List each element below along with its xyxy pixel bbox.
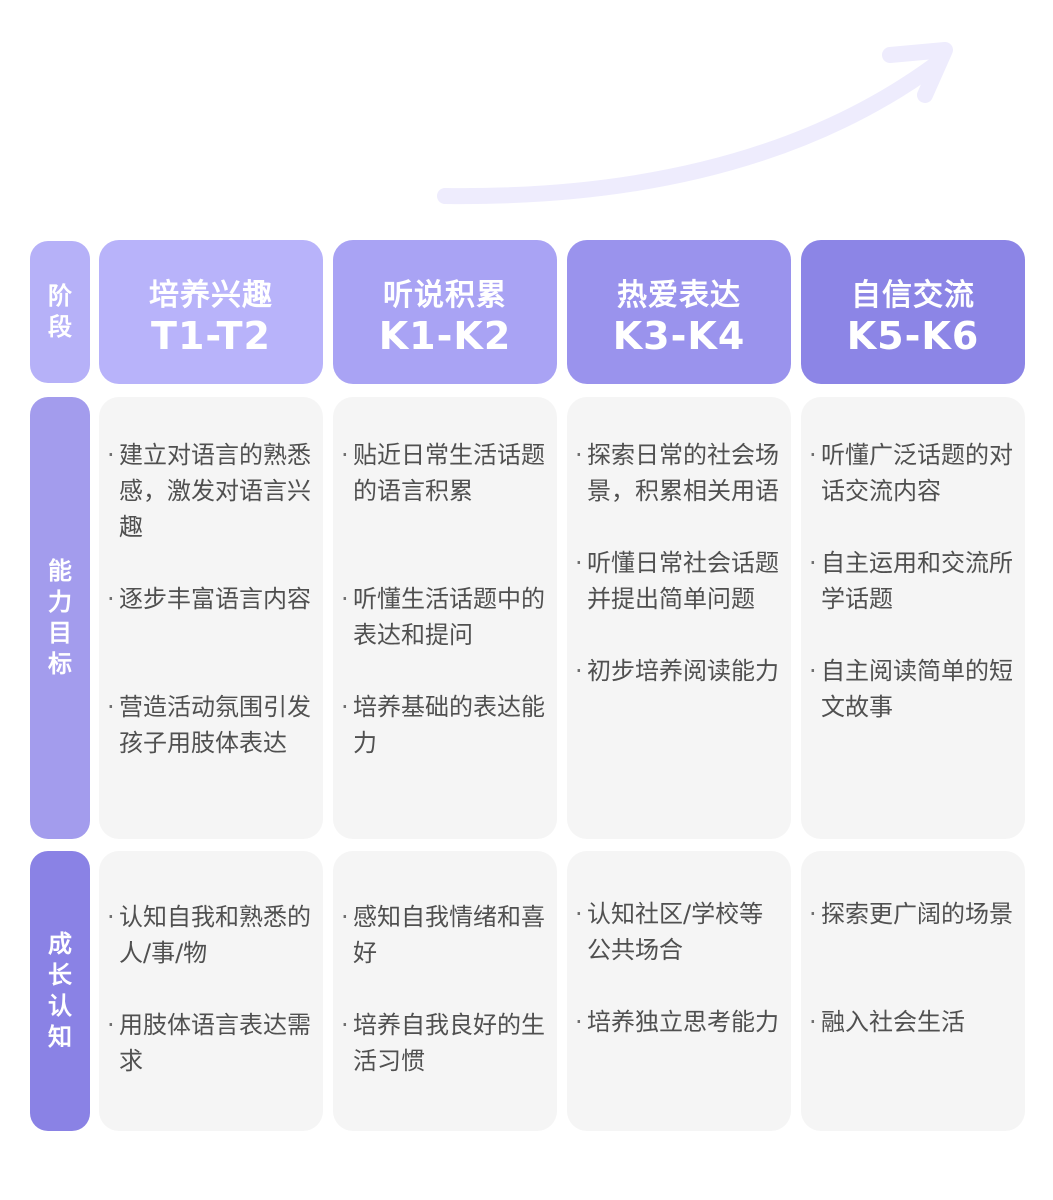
bullet-icon: ·: [575, 549, 583, 577]
ability-item: ·听懂生活话题中的表达和提问: [341, 581, 553, 653]
ability-item-text: 逐步丰富语言内容: [119, 585, 311, 613]
growth-item-text: 融入社会生活: [821, 1008, 965, 1036]
growth-arrow-icon: [437, 42, 953, 205]
stage-code: K5-K6: [846, 314, 980, 358]
ability-cell-1: ·建立对语言的熟悉感，激发对语言兴趣 ·逐步丰富语言内容 ·营造活动氛围引发孩子…: [99, 397, 323, 839]
bullet-icon: ·: [107, 585, 115, 613]
stage-name: 自信交流: [851, 278, 975, 313]
bullet-icon: ·: [809, 549, 817, 577]
ability-item: ·听懂日常社会话题并提出简单问题: [575, 545, 787, 617]
ability-item-text: 听懂生活话题中的表达和提问: [353, 585, 545, 649]
growth-item-text: 培养自我良好的生活习惯: [353, 1011, 545, 1075]
row-label-growth-text: 成长认知: [48, 930, 72, 1051]
bullet-icon: ·: [341, 693, 349, 721]
stage-card-4: 自信交流 K5-K6: [801, 240, 1025, 384]
stage-name: 热爱表达: [617, 278, 741, 313]
bullet-icon: ·: [341, 441, 349, 469]
growth-item: ·用肢体语言表达需求: [107, 1007, 319, 1079]
ability-cell-4: ·听懂广泛话题的对话交流内容 ·自主运用和交流所学话题 ·自主阅读简单的短文故事: [801, 397, 1025, 839]
growth-item-text: 感知自我情绪和喜好: [353, 903, 545, 967]
growth-cell-2: ·感知自我情绪和喜好 ·培养自我良好的生活习惯: [333, 851, 557, 1131]
ability-item-text: 自主阅读简单的短文故事: [821, 657, 1013, 721]
growth-item: ·感知自我情绪和喜好: [341, 899, 553, 971]
bullet-icon: ·: [575, 1008, 583, 1036]
row-label-growth: 成长认知: [30, 851, 90, 1131]
ability-item-text: 探索日常的社会场景，积累相关用语: [587, 441, 779, 505]
stage-card-1: 培养兴趣 T1-T2: [99, 240, 323, 384]
growth-cell-1: ·认知自我和熟悉的人/事/物 ·用肢体语言表达需求: [99, 851, 323, 1131]
ability-item-text: 贴近日常生活话题的语言积累: [353, 441, 545, 505]
row-label-stage: 阶段: [30, 241, 90, 383]
growth-item-text: 用肢体语言表达需求: [119, 1011, 311, 1075]
ability-item: ·听懂广泛话题的对话交流内容: [809, 437, 1021, 509]
growth-item-text: 培养独立思考能力: [587, 1008, 779, 1036]
ability-item: ·建立对语言的熟悉感，激发对语言兴趣: [107, 437, 319, 545]
stage-code: K1-K2: [378, 314, 512, 358]
bullet-icon: ·: [809, 657, 817, 685]
growth-cell-4: ·探索更广阔的场景 ·融入社会生活: [801, 851, 1025, 1131]
growth-item-text: 探索更广阔的场景: [821, 900, 1013, 928]
ability-item-text: 培养基础的表达能力: [353, 693, 545, 757]
bullet-icon: ·: [809, 900, 817, 928]
ability-item-text: 自主运用和交流所学话题: [821, 549, 1013, 613]
bullet-icon: ·: [575, 441, 583, 469]
ability-item-text: 初步培养阅读能力: [587, 657, 779, 685]
row-label-ability: 能力目标: [30, 397, 90, 839]
ability-item-text: 听懂日常社会话题并提出简单问题: [587, 549, 779, 613]
growth-item: ·认知社区/学校等公共场合: [575, 896, 787, 968]
row-label-stage-text: 阶段: [48, 282, 72, 341]
ability-item: ·自主运用和交流所学话题: [809, 545, 1021, 617]
bullet-icon: ·: [107, 903, 115, 931]
ability-cell-2: ·贴近日常生活话题的语言积累 ·听懂生活话题中的表达和提问 ·培养基础的表达能力: [333, 397, 557, 839]
ability-item: ·培养基础的表达能力: [341, 689, 553, 761]
stage-name: 听说积累: [383, 278, 507, 313]
stage-card-3: 热爱表达 K3-K4: [567, 240, 791, 384]
bullet-icon: ·: [809, 1008, 817, 1036]
growth-item: ·认知自我和熟悉的人/事/物: [107, 899, 319, 971]
bullet-icon: ·: [341, 585, 349, 613]
growth-item: ·培养独立思考能力: [575, 1004, 787, 1040]
ability-item-text: 营造活动氛围引发孩子用肢体表达: [119, 693, 311, 757]
growth-item-text: 认知社区/学校等公共场合: [587, 900, 764, 964]
row-label-ability-text: 能力目标: [48, 557, 72, 678]
ability-item: ·初步培养阅读能力: [575, 653, 787, 689]
growth-item: ·融入社会生活: [809, 1004, 1021, 1040]
bullet-icon: ·: [341, 1011, 349, 1039]
stage-card-2: 听说积累 K1-K2: [333, 240, 557, 384]
ability-item: ·自主阅读简单的短文故事: [809, 653, 1021, 725]
stage-name: 培养兴趣: [149, 278, 273, 313]
stage-code: K3-K4: [612, 314, 746, 358]
ability-item: ·逐步丰富语言内容: [107, 581, 319, 617]
bullet-icon: ·: [107, 693, 115, 721]
bullet-icon: ·: [575, 657, 583, 685]
ability-cell-3: ·探索日常的社会场景，积累相关用语 ·听懂日常社会话题并提出简单问题 ·初步培养…: [567, 397, 791, 839]
bullet-icon: ·: [575, 900, 583, 928]
ability-item: ·营造活动氛围引发孩子用肢体表达: [107, 689, 319, 761]
growth-item: ·探索更广阔的场景: [809, 896, 1021, 932]
growth-item-text: 认知自我和熟悉的人/事/物: [119, 903, 311, 967]
bullet-icon: ·: [107, 441, 115, 469]
bullet-icon: ·: [107, 1011, 115, 1039]
ability-item-text: 建立对语言的熟悉感，激发对语言兴趣: [119, 441, 311, 541]
ability-item: ·探索日常的社会场景，积累相关用语: [575, 437, 787, 509]
growth-cell-3: ·认知社区/学校等公共场合 ·培养独立思考能力: [567, 851, 791, 1131]
growth-item: ·培养自我良好的生活习惯: [341, 1007, 553, 1079]
bullet-icon: ·: [341, 903, 349, 931]
stage-code: T1-T2: [151, 314, 271, 358]
ability-item-text: 听懂广泛话题的对话交流内容: [821, 441, 1013, 505]
ability-item: ·贴近日常生活话题的语言积累: [341, 437, 553, 509]
bullet-icon: ·: [809, 441, 817, 469]
